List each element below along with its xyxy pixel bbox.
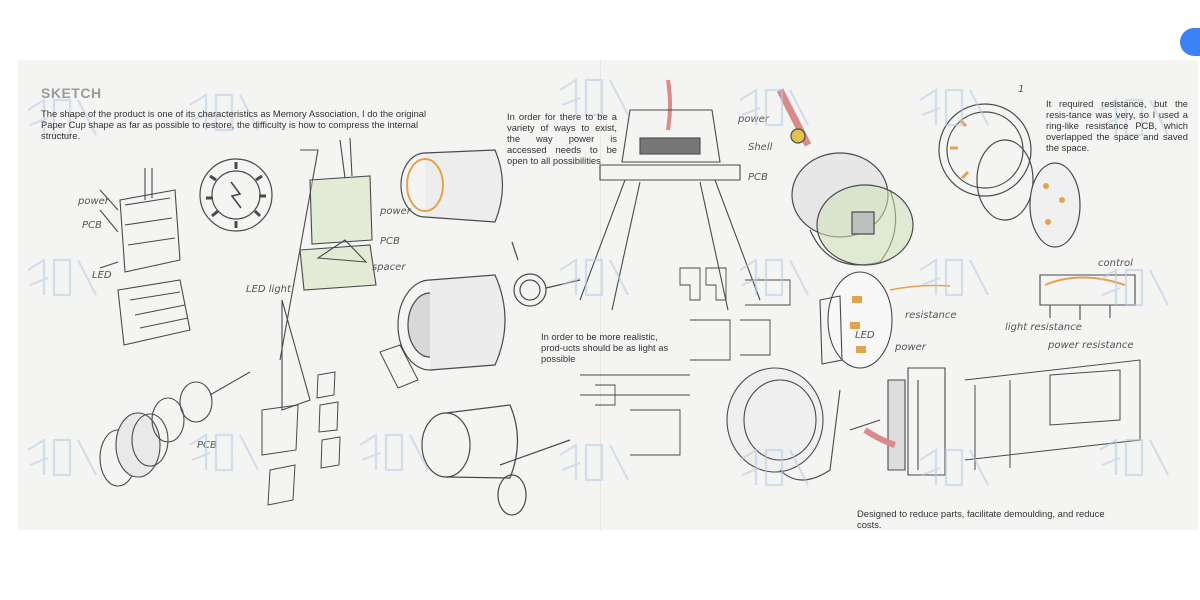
label-step-number: 1 [1018, 84, 1024, 95]
watermark-logo [559, 443, 629, 482]
intro-caption: The shape of the product is one of its c… [41, 108, 427, 141]
watermark-logo [189, 93, 259, 132]
stand-perspective-sketch [964, 359, 1141, 470]
label-control: control [1098, 258, 1133, 269]
label-shell: Shell [748, 142, 773, 153]
lightweight-caption: In order to be more realistic, prod-ucts… [541, 331, 669, 364]
led-ring-top-view [199, 158, 273, 232]
watermark-logo [1099, 268, 1169, 307]
pcb-ring-sketch [819, 271, 951, 369]
lamp-head-3d [776, 88, 914, 266]
watermark-logo [739, 88, 809, 127]
label-pcb: PCB [748, 172, 768, 183]
label-light-resistance: light resistance [1005, 322, 1082, 333]
watermark-logo [739, 448, 809, 487]
watermark-logo [189, 433, 259, 472]
watermark-logo [359, 433, 429, 472]
dimension-details [580, 267, 791, 456]
watermark-logo [559, 78, 629, 117]
label-power: power [379, 206, 412, 217]
watermark-logo [1099, 98, 1169, 137]
watermark-logo [1099, 438, 1169, 477]
sketch-sheet [18, 60, 1198, 530]
exploded-rings-sketch [938, 103, 1081, 248]
label-power: power [894, 342, 927, 353]
label-power: power [77, 196, 110, 207]
label-resistance: resistance [905, 310, 957, 321]
watermark-logo [919, 448, 989, 487]
label-spacer: spacer [372, 262, 406, 273]
resistance-caption: It required resistance, but the resis-ta… [1046, 98, 1188, 153]
watermark-logo [919, 88, 989, 127]
label-led: LED [92, 270, 112, 281]
vertical-section-sketch [863, 367, 946, 476]
handwritten-labels: power PCB LED power PCB spacer LED light… [77, 84, 1134, 451]
watermark-logo [27, 98, 97, 137]
lamp-base-open-sketch [726, 367, 881, 481]
watermark-pattern [27, 78, 1169, 487]
lamp-stand-sketch [579, 79, 761, 311]
exploded-lamp-sketch [99, 371, 251, 487]
cup-section-sketch [279, 137, 377, 411]
small-detail-sketches-left [261, 344, 419, 506]
cup-3d-bottom [421, 404, 571, 516]
label-power-resistance: power resistance [1047, 340, 1134, 351]
label-pcb: PCB [82, 220, 102, 231]
watermark-logo [919, 258, 989, 297]
cup-3d-open [397, 241, 581, 371]
resistance-pcb-sketch [1039, 274, 1136, 320]
power-access-caption: In order for there to be a variety of wa… [507, 111, 617, 166]
label-power: power [737, 114, 770, 125]
section-sketch-left [99, 168, 191, 346]
label-pcb: PCB [380, 236, 400, 247]
watermark-logo [27, 438, 97, 477]
cup-3d-top [400, 149, 504, 223]
watermark-logo [739, 258, 809, 297]
corner-badge[interactable] [1180, 28, 1200, 56]
watermark-logo [559, 258, 629, 297]
section-heading: SKETCH [41, 85, 102, 101]
label-led-light: LED light [246, 284, 292, 295]
watermark-logo [27, 258, 97, 297]
label-led: LED [855, 330, 875, 341]
design-caption: Designed to reduce parts, facilitate dem… [857, 508, 1105, 530]
